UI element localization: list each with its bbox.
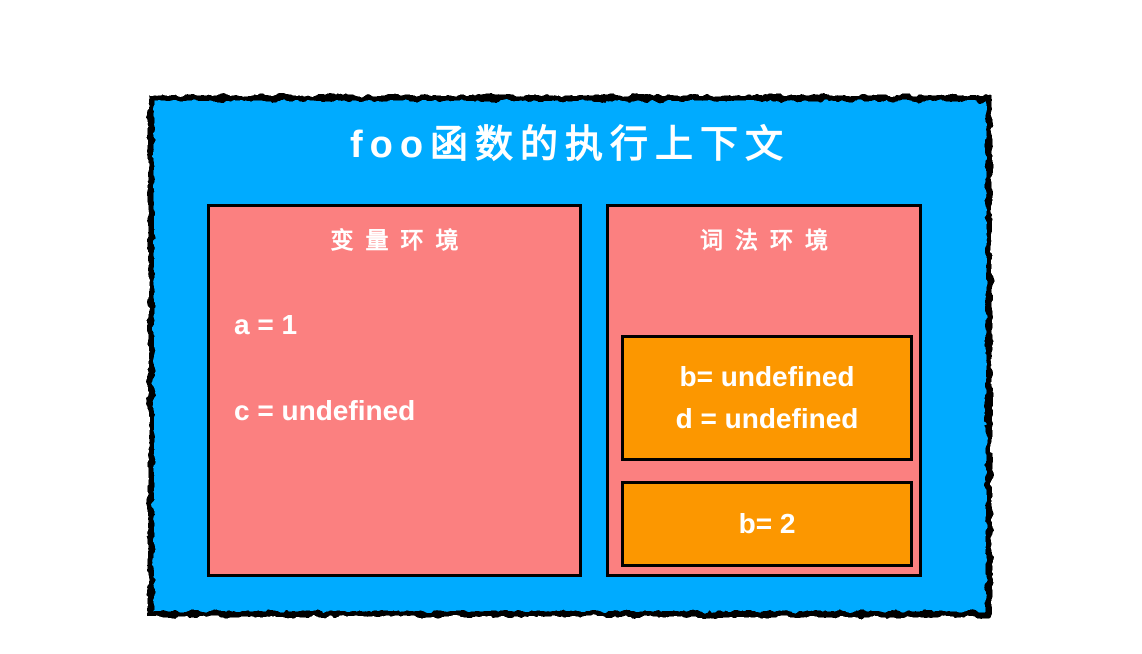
lexical-environment-title: 词法环境 bbox=[700, 227, 840, 253]
variable-environment-title: 变量环境 bbox=[330, 227, 471, 253]
scope-block-inner: b= 2 bbox=[621, 481, 913, 567]
diagram-title: foo函数的执行上下文 bbox=[349, 124, 791, 166]
variable-environment-box: 变量环境 a = 1 c = undefined bbox=[207, 204, 582, 577]
execution-context-container: foo函数的执行上下文 变量环境 a = 1 c = undefined 词法环… bbox=[148, 95, 992, 617]
lexical-environment-box: 词法环境 b= undefined d = undefined b= 2 bbox=[606, 204, 922, 577]
variable-entry-a: a = 1 bbox=[234, 309, 298, 340]
scope-entry-d-undefined: d = undefined bbox=[675, 403, 859, 434]
scope-entry-b-2: b= 2 bbox=[738, 508, 796, 539]
variable-entry-c: c = undefined bbox=[234, 395, 416, 426]
scope-block-outer: b= undefined d = undefined bbox=[621, 335, 913, 461]
scope-entry-b-undefined: b= undefined bbox=[679, 361, 855, 392]
